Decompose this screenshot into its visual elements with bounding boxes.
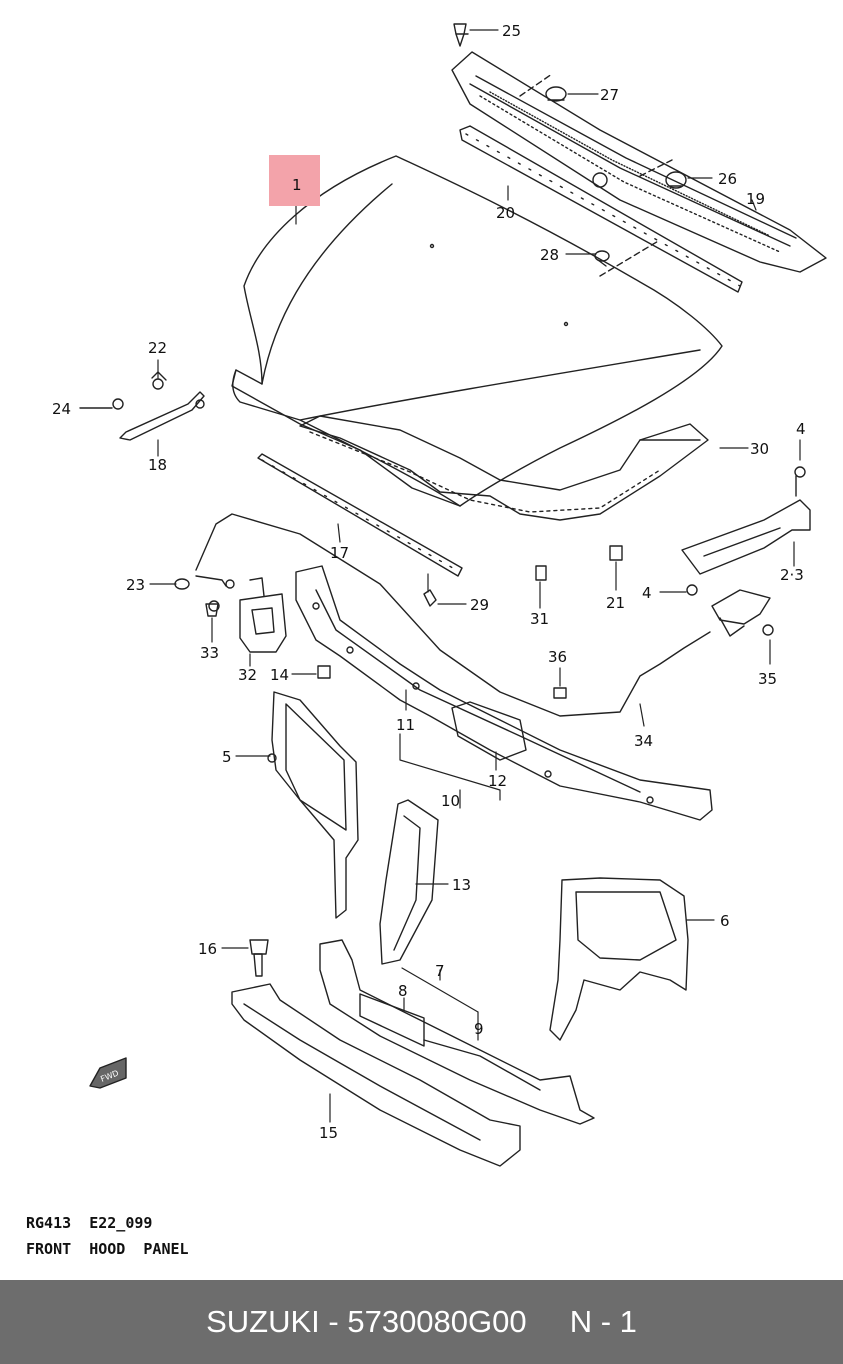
callout-27: 27 [600, 86, 619, 104]
callout-25: 25 [502, 22, 521, 40]
radiator-side-member-right [549, 877, 689, 1041]
callout-4a: 4 [796, 420, 806, 438]
callout-2-3: 2·3 [780, 566, 804, 584]
front-reinforcement [231, 983, 521, 1167]
hood-lock [208, 577, 287, 653]
hood-panel [231, 155, 723, 507]
weatherstrip [257, 453, 463, 577]
callout-34: 34 [634, 732, 653, 750]
diagram-title: FRONT HOOD PANEL [26, 1240, 189, 1258]
callout-36: 36 [548, 648, 567, 666]
cowl-top-panel [451, 51, 827, 273]
hood-rod [79, 371, 205, 441]
leader-lines [149, 29, 801, 1123]
upper-radiator-support [295, 565, 713, 821]
callout-18: 18 [148, 456, 167, 474]
fwd-arrow [89, 1057, 127, 1089]
callout-32: 32 [238, 666, 257, 684]
callout-16: 16 [198, 940, 217, 958]
footer-position: N - 1 [569, 1304, 637, 1339]
footer-part-number: 5730080G00 [347, 1304, 527, 1339]
callout-7: 7 [435, 962, 445, 980]
hood-inner-panel [299, 415, 709, 521]
callout-11: 11 [396, 716, 415, 734]
parts-diagram: 1 2·3 4 4 5 6 7 8 9 10 11 12 13 14 15 16… [52, 22, 827, 1167]
lower-member [319, 939, 595, 1125]
callout-9: 9 [474, 1020, 484, 1038]
footer-bar: SUZUKI - 5730080G00 N - 1 [0, 1280, 843, 1364]
callout-4b: 4 [642, 584, 652, 602]
callout-35: 35 [758, 670, 777, 688]
radiator-side-member-left [267, 691, 359, 919]
callout-23: 23 [126, 576, 145, 594]
footer-brand: SUZUKI [206, 1304, 320, 1339]
callout-20: 20 [496, 204, 515, 222]
callout-13: 13 [452, 876, 471, 894]
callout-19: 19 [746, 190, 765, 208]
highlight-box [269, 155, 320, 206]
callout-15: 15 [319, 1124, 338, 1142]
center-brace [379, 799, 439, 965]
callout-22: 22 [148, 339, 167, 357]
callout-33: 33 [200, 644, 219, 662]
callout-12: 12 [488, 772, 507, 790]
release-cable [195, 513, 711, 717]
footer-separator: - [319, 1304, 348, 1339]
callout-10: 10 [441, 792, 460, 810]
bolts [174, 545, 623, 977]
callout-14: 14 [270, 666, 289, 684]
callout-24: 24 [52, 400, 71, 418]
callout-26: 26 [718, 170, 737, 188]
callout-29: 29 [470, 596, 489, 614]
release-handle [711, 589, 774, 637]
footer-gap [527, 1304, 570, 1340]
callout-6: 6 [720, 912, 730, 930]
callout-17: 17 [330, 544, 349, 562]
document-reference: RG413 E22_099 [26, 1214, 153, 1232]
callout-30: 30 [750, 440, 769, 458]
callout-21: 21 [606, 594, 625, 612]
callout-8: 8 [398, 982, 408, 1000]
cowl-seal-strip [459, 125, 743, 293]
clip-fasteners [453, 23, 687, 277]
callout-28: 28 [540, 246, 559, 264]
callout-1: 1 [292, 176, 302, 194]
callout-5: 5 [222, 748, 232, 766]
hood-hinge [681, 466, 811, 596]
callout-31: 31 [530, 610, 549, 628]
